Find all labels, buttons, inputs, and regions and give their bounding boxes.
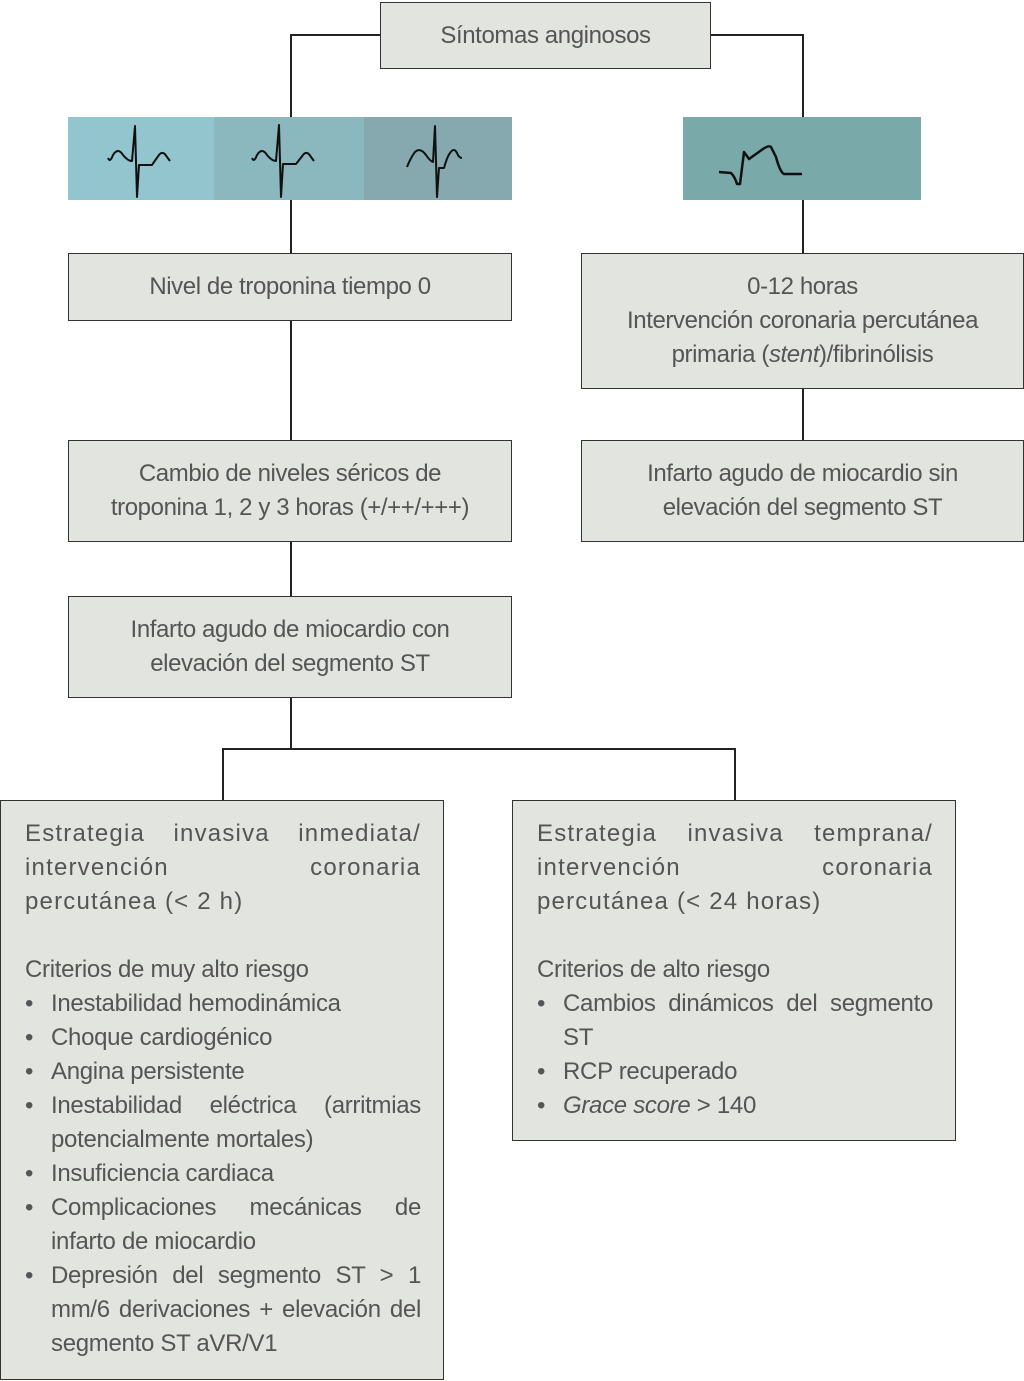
ecg-panel-st [683,117,921,200]
connector [711,34,803,36]
list-item: •Complicaciones mecánicas de infarto de … [25,1194,421,1255]
box-label: 0-12 horas [747,273,858,300]
early-strategy-box: Estrategia invasiva temprana/ intervenci… [512,800,956,1141]
ecg-trace-st-depression [406,125,463,198]
box-label: Infarto agudo de miocardio con [130,616,450,643]
troponin-change-box: Cambio de niveles séricos de troponina 1… [68,440,512,542]
criteria-title: Criterios de muy alto riesgo [25,956,309,983]
nstemi-box: Infarto agudo de miocardio sin elevación… [581,440,1024,542]
ecg-panel-2 [214,117,364,200]
ecg-panel-1 [68,117,214,200]
criteria-list: •Cambios dinámicos del segmento ST •RCP … [537,987,933,1123]
connector [222,748,735,750]
connector [802,34,804,117]
connector [802,388,804,440]
list-item: •RCP recuperado [537,1058,738,1085]
stemi-box: Infarto agudo de miocardio con elevación… [68,596,512,698]
box-label: elevación del segmento ST [150,650,430,677]
box-label: Nivel de troponina tiempo 0 [149,273,431,300]
box-label: troponina 1, 2 y 3 horas (+/++/+++) [110,494,470,521]
box-label: Cambio de niveles séricos de [138,460,442,487]
connector [222,748,224,800]
reperfusion-box: 0-12 horas Intervención coronaria percut… [581,253,1024,389]
box-label: Intervención coronaria percutánea [626,307,979,334]
connector [290,697,292,749]
criteria-title: Criterios de alto riesgo [537,956,770,983]
connector [290,541,292,596]
connector [290,34,292,117]
ecg-strip-ste [683,117,921,200]
list-item: •Cambios dinámicos del segmento ST [537,990,933,1051]
list-item: •Inestabilidad hemodinámica [25,990,341,1017]
ecg-trace-normal [107,125,171,198]
ecg-strip-nste [68,117,512,200]
list-item: •Insuficiencia cardiaca [25,1160,274,1187]
connector [290,320,292,440]
list-item: •Angina persistente [25,1058,245,1085]
list-item: •Choque cardiogénico [25,1024,273,1051]
ecg-trace-normal [251,124,315,198]
box-label: primaria (stent)/fibrinólisis [671,341,934,368]
strategy-heading: Estrategia invasiva inmediata/ intervenc… [25,820,421,915]
strategy-heading: Estrategia invasiva temprana/ intervenci… [537,820,933,915]
connector [802,200,804,253]
list-item: •Grace score > 140 [537,1092,757,1119]
criteria-list: •Inestabilidad hemodinámica •Choque card… [25,987,421,1361]
box-label: elevación del segmento ST [662,494,943,521]
connector [290,200,292,253]
box-label: Síntomas anginosos [440,21,651,49]
immediate-strategy-box: Estrategia invasiva inmediata/ intervenc… [0,800,444,1380]
list-item: •Inestabilidad eléctrica (arritmias pote… [25,1092,421,1153]
box-label: Infarto agudo de miocardio sin [647,460,958,487]
connector [290,34,380,36]
connector [734,748,736,800]
troponin-time0-box: Nivel de troponina tiempo 0 [68,253,512,321]
list-item: •Depresión del segmento ST > 1 mm/6 deri… [25,1262,421,1357]
angina-symptoms-box: Síntomas anginosos [380,2,711,69]
ecg-trace-st-elevation [718,145,802,186]
